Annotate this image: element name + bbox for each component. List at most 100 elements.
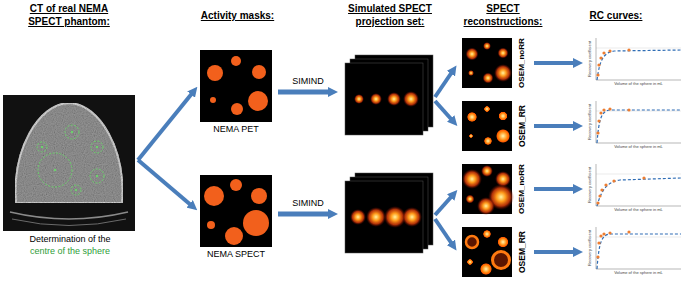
- reconstruction-image: OSEM_noRR: [460, 162, 534, 216]
- projection-stack: [354, 94, 364, 104]
- rc-curve-chart: Recovery coefficientVolume of the sphere…: [584, 97, 683, 155]
- ct-phantom-image: Determination of thecentre of the sphere: [2, 93, 138, 268]
- reconstruction-image: [499, 112, 508, 121]
- node-label: Recovery coefficient: [588, 230, 593, 266]
- pet-mask: [231, 56, 241, 66]
- projection-stack: [387, 92, 401, 106]
- rc-chart: [597, 119, 600, 122]
- rc-chart: [642, 176, 645, 179]
- reconstruction-image: [483, 230, 491, 238]
- spect-mask: [243, 210, 269, 236]
- simind-arrow: [278, 92, 330, 214]
- rc-chart: [608, 49, 611, 52]
- projection-stack: [370, 93, 382, 105]
- projection-arrow: [435, 72, 452, 97]
- simind-arrow: [278, 212, 330, 217]
- reconstruction-image: [466, 236, 478, 248]
- reconstruction-image: [462, 164, 514, 215]
- flow-arrow: [534, 61, 575, 65]
- rc-chart: [627, 48, 630, 51]
- reconstruction-image: [498, 48, 509, 59]
- reconstruction-image: [484, 137, 492, 145]
- reconstruction-image: [462, 101, 512, 151]
- reconstruction-image: [466, 195, 475, 204]
- ct-image: [41, 131, 98, 191]
- projection-stack: [345, 63, 423, 135]
- process-label: SIMIND: [280, 76, 336, 87]
- projection-stack: [403, 91, 419, 107]
- rc-chart: [596, 237, 681, 238]
- reconstruction-image: [481, 165, 493, 177]
- reconstruction-image: [462, 38, 512, 88]
- rc-chart: [599, 56, 602, 59]
- process-label: SIMIND: [280, 198, 336, 209]
- ct-image: [54, 169, 56, 171]
- reconstruction-image: OSEM_noRR: [460, 36, 534, 90]
- ct-image: [38, 153, 72, 187]
- reconstruction-image: [462, 169, 482, 189]
- spect-mask: [204, 186, 224, 206]
- reconstruction-image: [462, 227, 512, 277]
- column-heading: CT of real NEMA SPECT phantom:: [14, 3, 124, 28]
- spect-mask: [200, 175, 272, 247]
- spect-mask: [230, 179, 242, 191]
- spect-mask: [225, 227, 243, 245]
- projection-stack: [345, 173, 433, 253]
- reconstruction-image: [483, 42, 491, 50]
- reconstruction-image: [484, 106, 490, 112]
- node-label: Recovery coefficient: [588, 167, 593, 203]
- rc-chart: [599, 111, 602, 114]
- node-label: OSEM_RR: [517, 231, 527, 273]
- reconstruction-image: [498, 237, 509, 248]
- node-label: Recovery coefficient: [588, 104, 593, 140]
- projection-stack: [345, 181, 423, 253]
- rc-chart: [602, 232, 605, 235]
- ct-image: [3, 95, 135, 231]
- spect-mask: [207, 221, 215, 229]
- projection-stack: [345, 55, 433, 135]
- rc-curve-chart: Recovery coefficientVolume of the sphere…: [584, 223, 683, 281]
- reconstruction-image: [493, 252, 510, 269]
- rc-chart: [600, 188, 603, 191]
- rc-chart: [627, 230, 630, 233]
- reconstruction-image: [483, 73, 494, 84]
- reconstruction-image: [469, 134, 473, 138]
- ct-image: [65, 125, 79, 139]
- spect-mask: [204, 179, 269, 245]
- rc-chart: [598, 194, 601, 197]
- reconstruction-image: [477, 197, 495, 215]
- reconstruction-image: [467, 112, 477, 122]
- rc-chart: [596, 255, 599, 258]
- activity-mask: NEMA SPECT: [198, 173, 274, 263]
- reconstruction-image: [468, 70, 474, 76]
- rc-chart: [596, 164, 681, 206]
- rc-chart: [597, 110, 681, 143]
- column-heading: Simulated SPECT projection set:: [340, 3, 440, 28]
- flow-arrow: [138, 160, 191, 205]
- rc-chart: [612, 179, 615, 182]
- rc-chart: [596, 227, 681, 269]
- column-heading: Activity masks:: [190, 10, 285, 23]
- rc-chart: [596, 48, 630, 76]
- column-heading: RC curves:: [580, 10, 652, 23]
- rc-chart: [597, 234, 681, 269]
- ct-image: [10, 212, 128, 219]
- node-label: Volume of the sphere in mL: [596, 208, 681, 213]
- node-label: Volume of the sphere in mL: [596, 82, 681, 87]
- rc-chart: [596, 107, 630, 134]
- spect-mask: [200, 175, 272, 247]
- rc-curve-chart: Recovery coefficientVolume of the sphere…: [584, 34, 683, 92]
- pet-mask: [252, 65, 266, 79]
- projection-arrow: [435, 101, 452, 120]
- pet-mask: [207, 65, 223, 81]
- projection-arrow: [435, 219, 452, 244]
- spect-mask: [251, 188, 267, 204]
- ct-image: [96, 175, 98, 177]
- rc-chart: [596, 201, 599, 204]
- rc-chart: [596, 38, 681, 80]
- ct-image: [37, 125, 104, 195]
- node-label: Volume of the sphere in mL: [596, 271, 681, 276]
- node-label: OSEM_noRR: [517, 38, 527, 88]
- ct-image: [16, 103, 123, 203]
- ct-image: [12, 219, 126, 226]
